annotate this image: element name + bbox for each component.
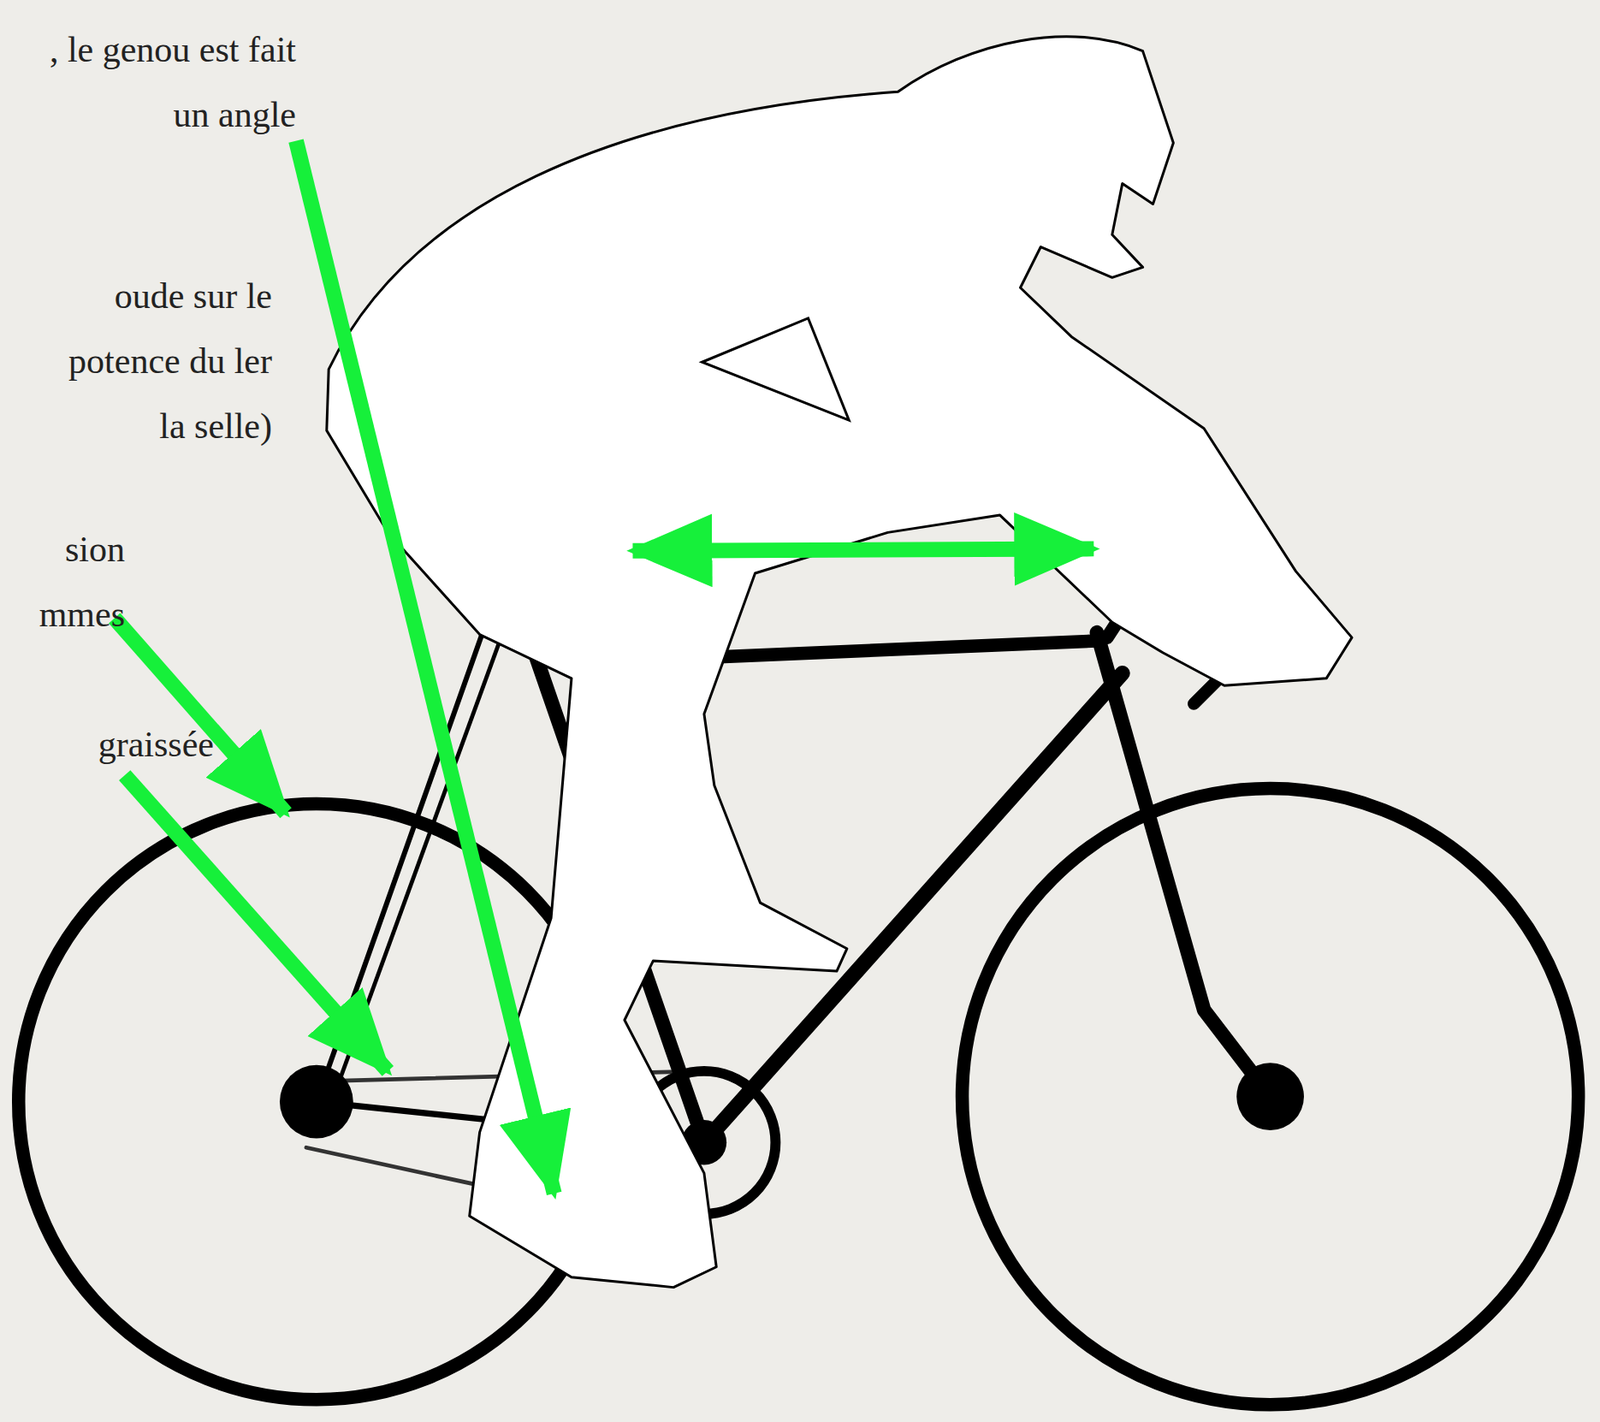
chain-arrow <box>124 775 389 1072</box>
front-hub <box>1236 1062 1304 1131</box>
annotation-text: graissée <box>0 711 214 777</box>
annotation-text: , le genou est fait un angle <box>39 17 297 148</box>
top-tube <box>693 640 1103 658</box>
annotation-text: oude sur le potence du ler la selle) <box>58 263 273 459</box>
rear-hub <box>279 1065 354 1139</box>
knee-arrow <box>296 141 555 1194</box>
rider-silhouette <box>326 36 1352 1288</box>
annotation-text: sion mmes <box>22 516 125 647</box>
chain <box>306 1147 480 1186</box>
fork <box>1096 632 1271 1097</box>
front-wheel <box>962 788 1579 1405</box>
arm-gap <box>702 318 850 421</box>
reach-arrow <box>632 548 1094 551</box>
